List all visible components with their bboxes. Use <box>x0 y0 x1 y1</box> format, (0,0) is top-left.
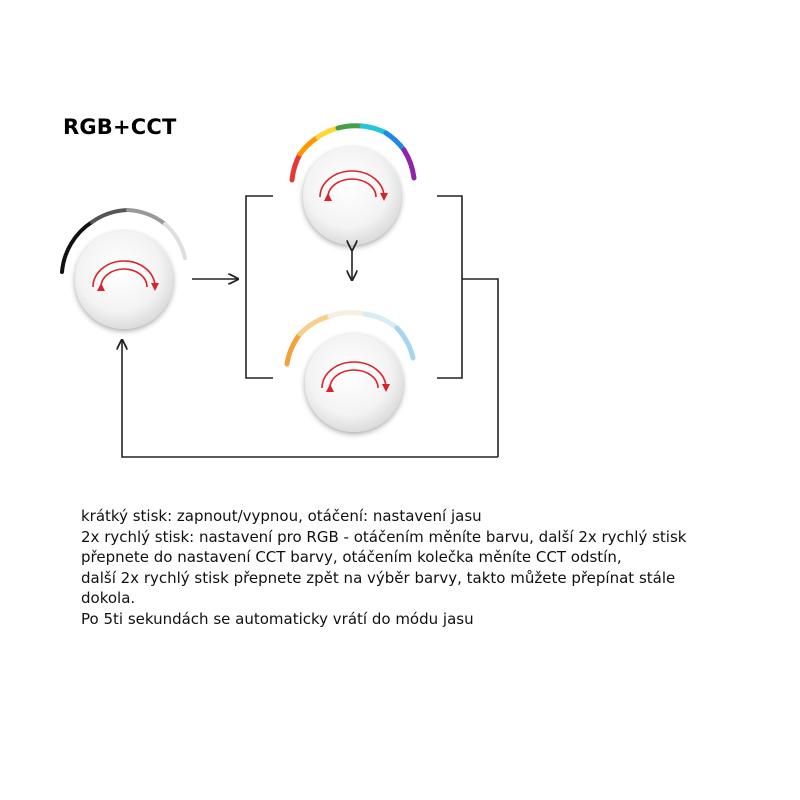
grayscale-arc <box>60 208 187 274</box>
cct-knob <box>284 310 416 432</box>
brightness-knob-face <box>75 231 173 329</box>
warm-cool-white-arc <box>284 310 416 367</box>
instruction-line: Po 5ti sekundách se automaticky vrátí do… <box>81 609 474 628</box>
left-bracket <box>245 195 273 379</box>
instruction-line: další 2x rychlý stisk přepnete zpět na v… <box>81 568 676 587</box>
diagram-title: RGB+CCT <box>63 115 177 139</box>
instruction-line: 2x rychlý stisk: nastavení pro RGB - otá… <box>81 527 687 546</box>
instructions-text: krátký stisk: zapnout/vypnou, otáčení: n… <box>81 506 781 629</box>
rgb-knob-face <box>303 147 401 245</box>
rotate-arrow-icon <box>321 361 390 393</box>
rainbow-arc <box>289 123 417 183</box>
instruction-line: přepnete do nastavení CCT barvy, otáčení… <box>81 548 622 566</box>
instruction-line: dokola. <box>81 589 136 607</box>
instruction-line: krátký stisk: zapnout/vypnou, otáčení: n… <box>81 507 482 525</box>
rgb-knob <box>289 123 417 245</box>
return-line-start <box>462 278 499 457</box>
connectors <box>122 195 499 458</box>
return-line-bottom <box>122 340 498 458</box>
rotate-arrow-icon <box>92 260 159 292</box>
rotate-arrow-icon <box>319 170 388 202</box>
brightness-knob <box>60 208 187 329</box>
cct-knob-face <box>305 334 403 432</box>
right-bracket <box>437 195 463 379</box>
